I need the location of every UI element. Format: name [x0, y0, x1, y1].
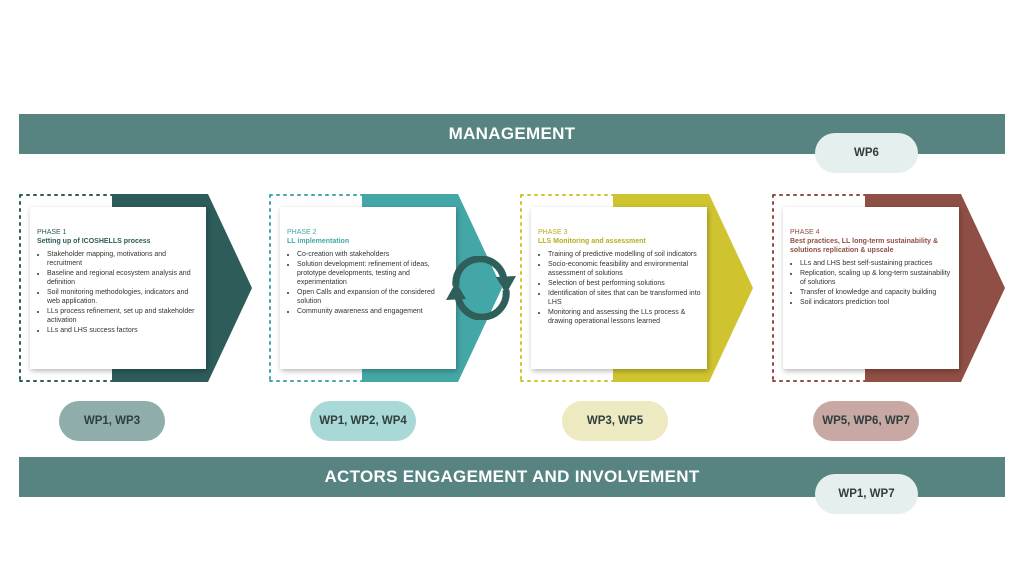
phase-2-card: PHASE 2 LL implementation Co-creation wi…	[280, 207, 456, 369]
phase-3-list: Training of predictive modelling of soil…	[538, 250, 707, 326]
list-item: LLs and LHS success factors	[47, 326, 206, 335]
management-wp-pill: WP6	[815, 133, 918, 173]
phase-1-list: Stakeholder mapping, motivations and rec…	[37, 250, 206, 335]
list-item: Training of predictive modelling of soil…	[548, 250, 707, 259]
phase-4-list: LLs and LHS best self-sustaining practic…	[790, 259, 959, 307]
phase-1-card: PHASE 1 Setting up of ICOSHELLS process …	[30, 207, 206, 369]
phase-3-card: PHASE 3 LLS Monitoring and assessment Tr…	[531, 207, 707, 369]
list-item: Selection of best performing solutions	[548, 279, 707, 288]
management-wp-label: WP6	[854, 147, 879, 159]
list-item: Community awareness and engagement	[297, 307, 456, 316]
cycle-arrows-icon	[446, 256, 516, 320]
actors-wp-label: WP1, WP7	[838, 488, 895, 500]
phase-4-label: PHASE 4	[790, 229, 820, 236]
actors-wp-pill: WP1, WP7	[815, 474, 918, 514]
phase-1-wp-pill: WP1, WP3	[59, 401, 165, 441]
management-title: MANAGEMENT	[448, 124, 576, 143]
phase-1-wp-label: WP1, WP3	[83, 415, 141, 427]
phase-3-wp-label: WP3, WP5	[586, 415, 644, 427]
list-item: Soil monitoring methodologies, indicator…	[47, 288, 206, 306]
list-item: Identification of sites that can be tran…	[548, 289, 707, 307]
list-item: Baseline and regional ecosystem analysis…	[47, 269, 206, 287]
list-item: Monitoring and assessing the LLs process…	[548, 308, 707, 326]
list-item: Stakeholder mapping, motivations and rec…	[47, 250, 206, 268]
phase-1-label: PHASE 1	[37, 229, 67, 236]
phase-4-wp-pill: WP5, WP6, WP7	[813, 401, 919, 441]
phase-2-list: Co-creation with stakeholders Solution d…	[287, 250, 456, 316]
list-item: Solution development: refinement of idea…	[297, 260, 456, 287]
list-item: Open Calls and expansion of the consider…	[297, 288, 456, 306]
phase-4-card: PHASE 4 Best practices, LL long-term sus…	[783, 207, 959, 369]
phase-2-wp-label: WP1, WP2, WP4	[319, 415, 407, 427]
phase-2-wp-pill: WP1, WP2, WP4	[310, 401, 416, 441]
list-item: Co-creation with stakeholders	[297, 250, 456, 259]
phase-3-wp-pill: WP3, WP5	[562, 401, 668, 441]
phase-2-title: LL implementation	[287, 238, 350, 245]
actors-title: ACTORS ENGAGEMENT AND INVOLVEMENT	[324, 467, 700, 486]
phase-2-label: PHASE 2	[287, 229, 317, 236]
phase-4-wp-label: WP5, WP6, WP7	[822, 415, 910, 427]
phase-4-title: Best practices, LL long-term sustainabil…	[790, 238, 939, 254]
list-item: LLs process refinement, set up and stake…	[47, 307, 206, 325]
list-item: LLs and LHS best self-sustaining practic…	[800, 259, 959, 268]
list-item: Soil indicators prediction tool	[800, 298, 959, 307]
phase-3-title: LLS Monitoring and assessment	[538, 238, 646, 245]
phase-1-title: Setting up of ICOSHELLS process	[37, 238, 151, 245]
list-item: Socio-economic feasibility and environme…	[548, 260, 707, 278]
list-item: Replication, scaling up & long-term sust…	[800, 269, 959, 287]
phase-3-label: PHASE 3	[538, 229, 568, 236]
list-item: Transfer of knowledge and capacity build…	[800, 288, 959, 297]
